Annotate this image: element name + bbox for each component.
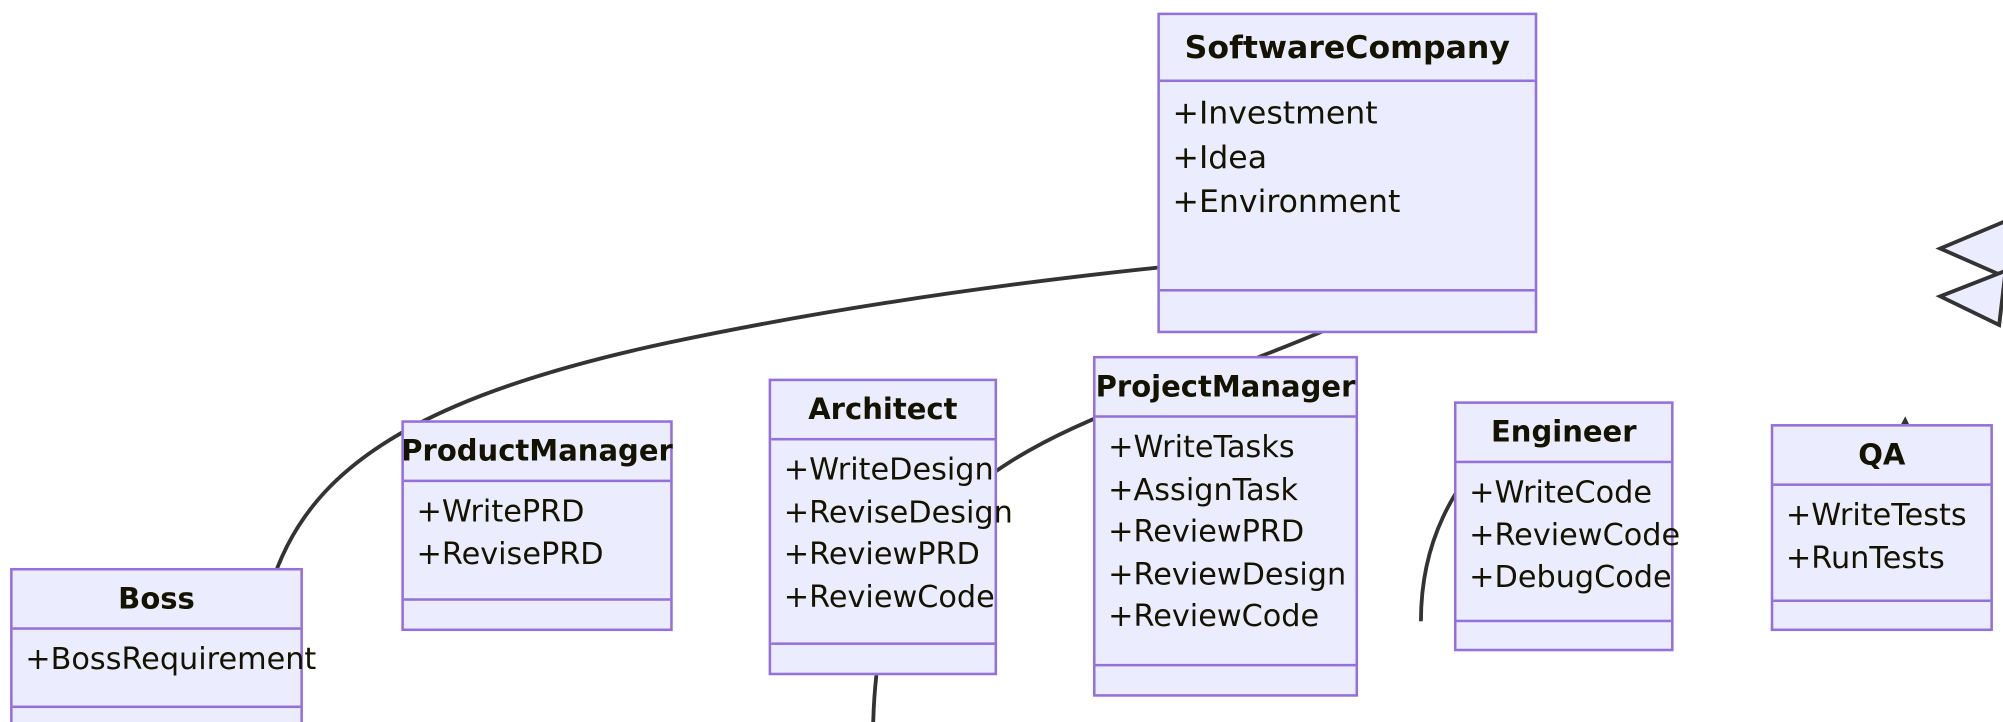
class-attribute: +AssignTask bbox=[1108, 471, 1299, 507]
class-attribute: +RevisePRD bbox=[416, 535, 604, 572]
class-attribute: +WriteTests bbox=[1785, 497, 1967, 533]
class-attribute: +ReviewPRD bbox=[1108, 513, 1305, 550]
class-attributes-engineer: +WriteCode +ReviewCode +DebugCode bbox=[1456, 463, 1681, 623]
class-attribute: +ReviewCode bbox=[1108, 598, 1320, 635]
class-attributes-qa: +WriteTests +RunTests bbox=[1773, 486, 1991, 603]
class-name-label: Architect bbox=[808, 393, 958, 426]
class-methods-engineer bbox=[1456, 622, 1671, 650]
class-title-productmanager: ProductManager bbox=[401, 423, 673, 483]
class-box-productmanager[interactable]: ProductManager +WritePRD +RevisePRD bbox=[401, 420, 673, 632]
class-attribute: +ReviewCode bbox=[1469, 516, 1681, 553]
class-attributes-boss: +BossRequirement bbox=[12, 630, 317, 709]
class-attributes-architect: +WriteDesign +ReviseDesign +ReviewPRD +R… bbox=[771, 440, 1013, 645]
generalization-arrowhead-engineer bbox=[1935, 269, 2003, 328]
class-attribute: +DebugCode bbox=[1469, 559, 1672, 595]
class-title-softwarecompany: SoftwareCompany bbox=[1159, 15, 1535, 83]
generalization-arrowhead-qa bbox=[1935, 220, 2003, 279]
class-attribute: +ReviewCode bbox=[783, 579, 995, 615]
class-methods-projectmanager bbox=[1096, 666, 1356, 694]
class-box-engineer[interactable]: Engineer +WriteCode +ReviewCode +DebugCo… bbox=[1453, 401, 1681, 652]
class-attribute: +Idea bbox=[1172, 138, 1268, 176]
class-box-boss[interactable]: Boss +BossRequirement bbox=[10, 567, 317, 722]
class-title-boss: Boss bbox=[12, 570, 301, 630]
class-attribute: +ReviewDesign bbox=[1108, 556, 1347, 592]
class-name-label: ProjectManager bbox=[1095, 370, 1356, 404]
class-box-qa[interactable]: QA +WriteTests +RunTests bbox=[1770, 424, 1993, 632]
class-attribute: +WriteTasks bbox=[1108, 429, 1295, 465]
class-attribute: +ReviseDesign bbox=[783, 494, 1013, 530]
class-name-label: ProductManager bbox=[401, 434, 673, 468]
class-attribute: +Environment bbox=[1172, 183, 1401, 220]
class-attribute: +ReviewPRD bbox=[783, 536, 980, 572]
class-methods-qa bbox=[1773, 602, 1990, 630]
class-attribute: +RunTests bbox=[1785, 539, 1945, 576]
class-name-label: SoftwareCompany bbox=[1184, 29, 1510, 66]
class-attribute: +BossRequirement bbox=[25, 641, 317, 677]
class-box-softwarecompany[interactable]: SoftwareCompany +Investment +Idea +Envir… bbox=[1157, 12, 1538, 334]
class-attribute: +Investment bbox=[1172, 94, 1378, 132]
class-title-architect: Architect bbox=[771, 381, 995, 441]
class-name-label: Engineer bbox=[1490, 415, 1637, 449]
class-name-label: QA bbox=[1858, 438, 1906, 472]
class-box-projectmanager[interactable]: ProjectManager +WriteTasks +AssignTask +… bbox=[1093, 355, 1359, 697]
class-box-architect[interactable]: Architect +WriteDesign +ReviseDesign +Re… bbox=[768, 378, 1013, 676]
class-name-label: Boss bbox=[118, 582, 195, 616]
class-attributes-projectmanager: +WriteTasks +AssignTask +ReviewPRD +Revi… bbox=[1095, 418, 1356, 667]
class-methods-softwarecompany bbox=[1160, 292, 1535, 331]
class-title-qa: QA bbox=[1773, 427, 1991, 486]
class-attribute: +WriteDesign bbox=[783, 451, 994, 488]
class-attribute: +WritePRD bbox=[416, 493, 585, 529]
class-attribute: +WriteCode bbox=[1469, 474, 1653, 510]
class-title-engineer: Engineer bbox=[1456, 404, 1672, 464]
class-methods-architect bbox=[771, 645, 994, 673]
class-attributes-productmanager: +WritePRD +RevisePRD bbox=[403, 482, 671, 601]
class-methods-boss bbox=[13, 708, 301, 722]
class-methods-productmanager bbox=[404, 601, 670, 629]
class-attributes-softwarecompany: +Investment +Idea +Environment bbox=[1159, 82, 1535, 292]
class-title-projectmanager: ProjectManager bbox=[1095, 358, 1356, 418]
